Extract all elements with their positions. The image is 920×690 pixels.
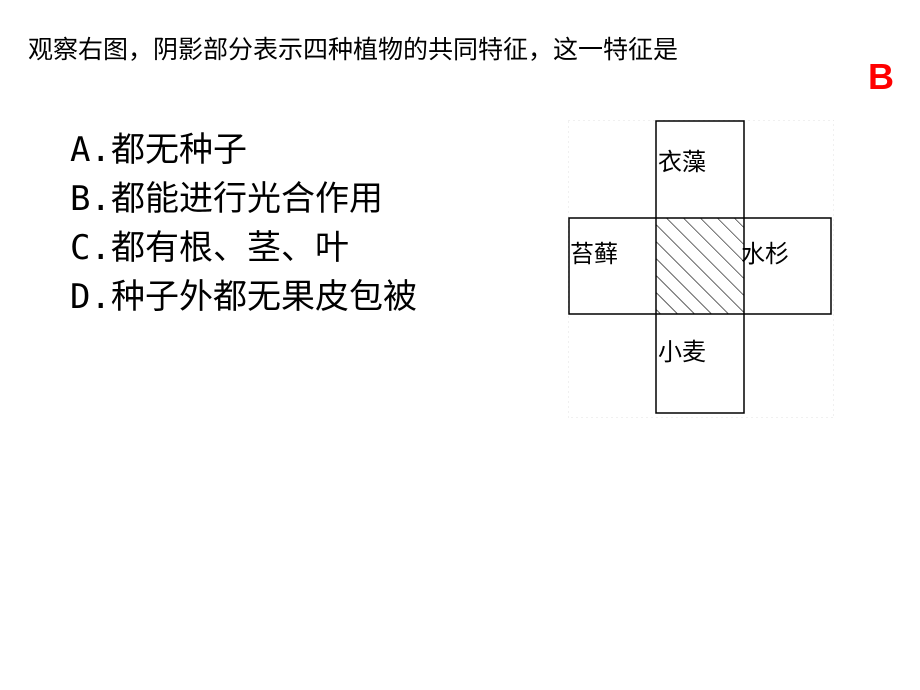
options-list: A.都无种子 B.都能进行光合作用 C.都有根、茎、叶 D.种子外都无果皮包被 — [70, 126, 417, 322]
label-left: 苔藓 — [570, 240, 618, 268]
option-a: A.都无种子 — [70, 126, 417, 175]
option-c: C.都有根、茎、叶 — [70, 224, 417, 273]
option-c-text: 都有根、茎、叶 — [110, 228, 349, 268]
label-bottom: 小麦 — [658, 338, 706, 366]
label-top: 衣藻 — [658, 148, 706, 176]
option-a-text: 都无种子 — [110, 130, 247, 170]
option-d: D.种子外都无果皮包被 — [70, 273, 417, 322]
option-c-letter: C. — [70, 228, 111, 268]
horizontal-bar — [568, 217, 832, 315]
option-a-letter: A. — [70, 130, 111, 170]
shaded-intersection — [656, 218, 744, 314]
label-right: 水杉 — [741, 240, 789, 268]
plant-cross-diagram: 衣藻 苔藓 水杉 小麦 — [568, 120, 834, 418]
option-b: B.都能进行光合作用 — [70, 175, 417, 224]
option-d-letter: D. — [70, 277, 111, 317]
option-b-letter: B. — [70, 179, 111, 219]
option-d-text: 种子外都无果皮包被 — [110, 277, 417, 317]
vertical-bar — [655, 120, 745, 414]
answer-mark: B — [868, 56, 894, 97]
question-text: 观察右图，阴影部分表示四种植物的共同特征，这一特征是 — [28, 35, 679, 64]
option-b-text: 都能进行光合作用 — [110, 179, 383, 219]
